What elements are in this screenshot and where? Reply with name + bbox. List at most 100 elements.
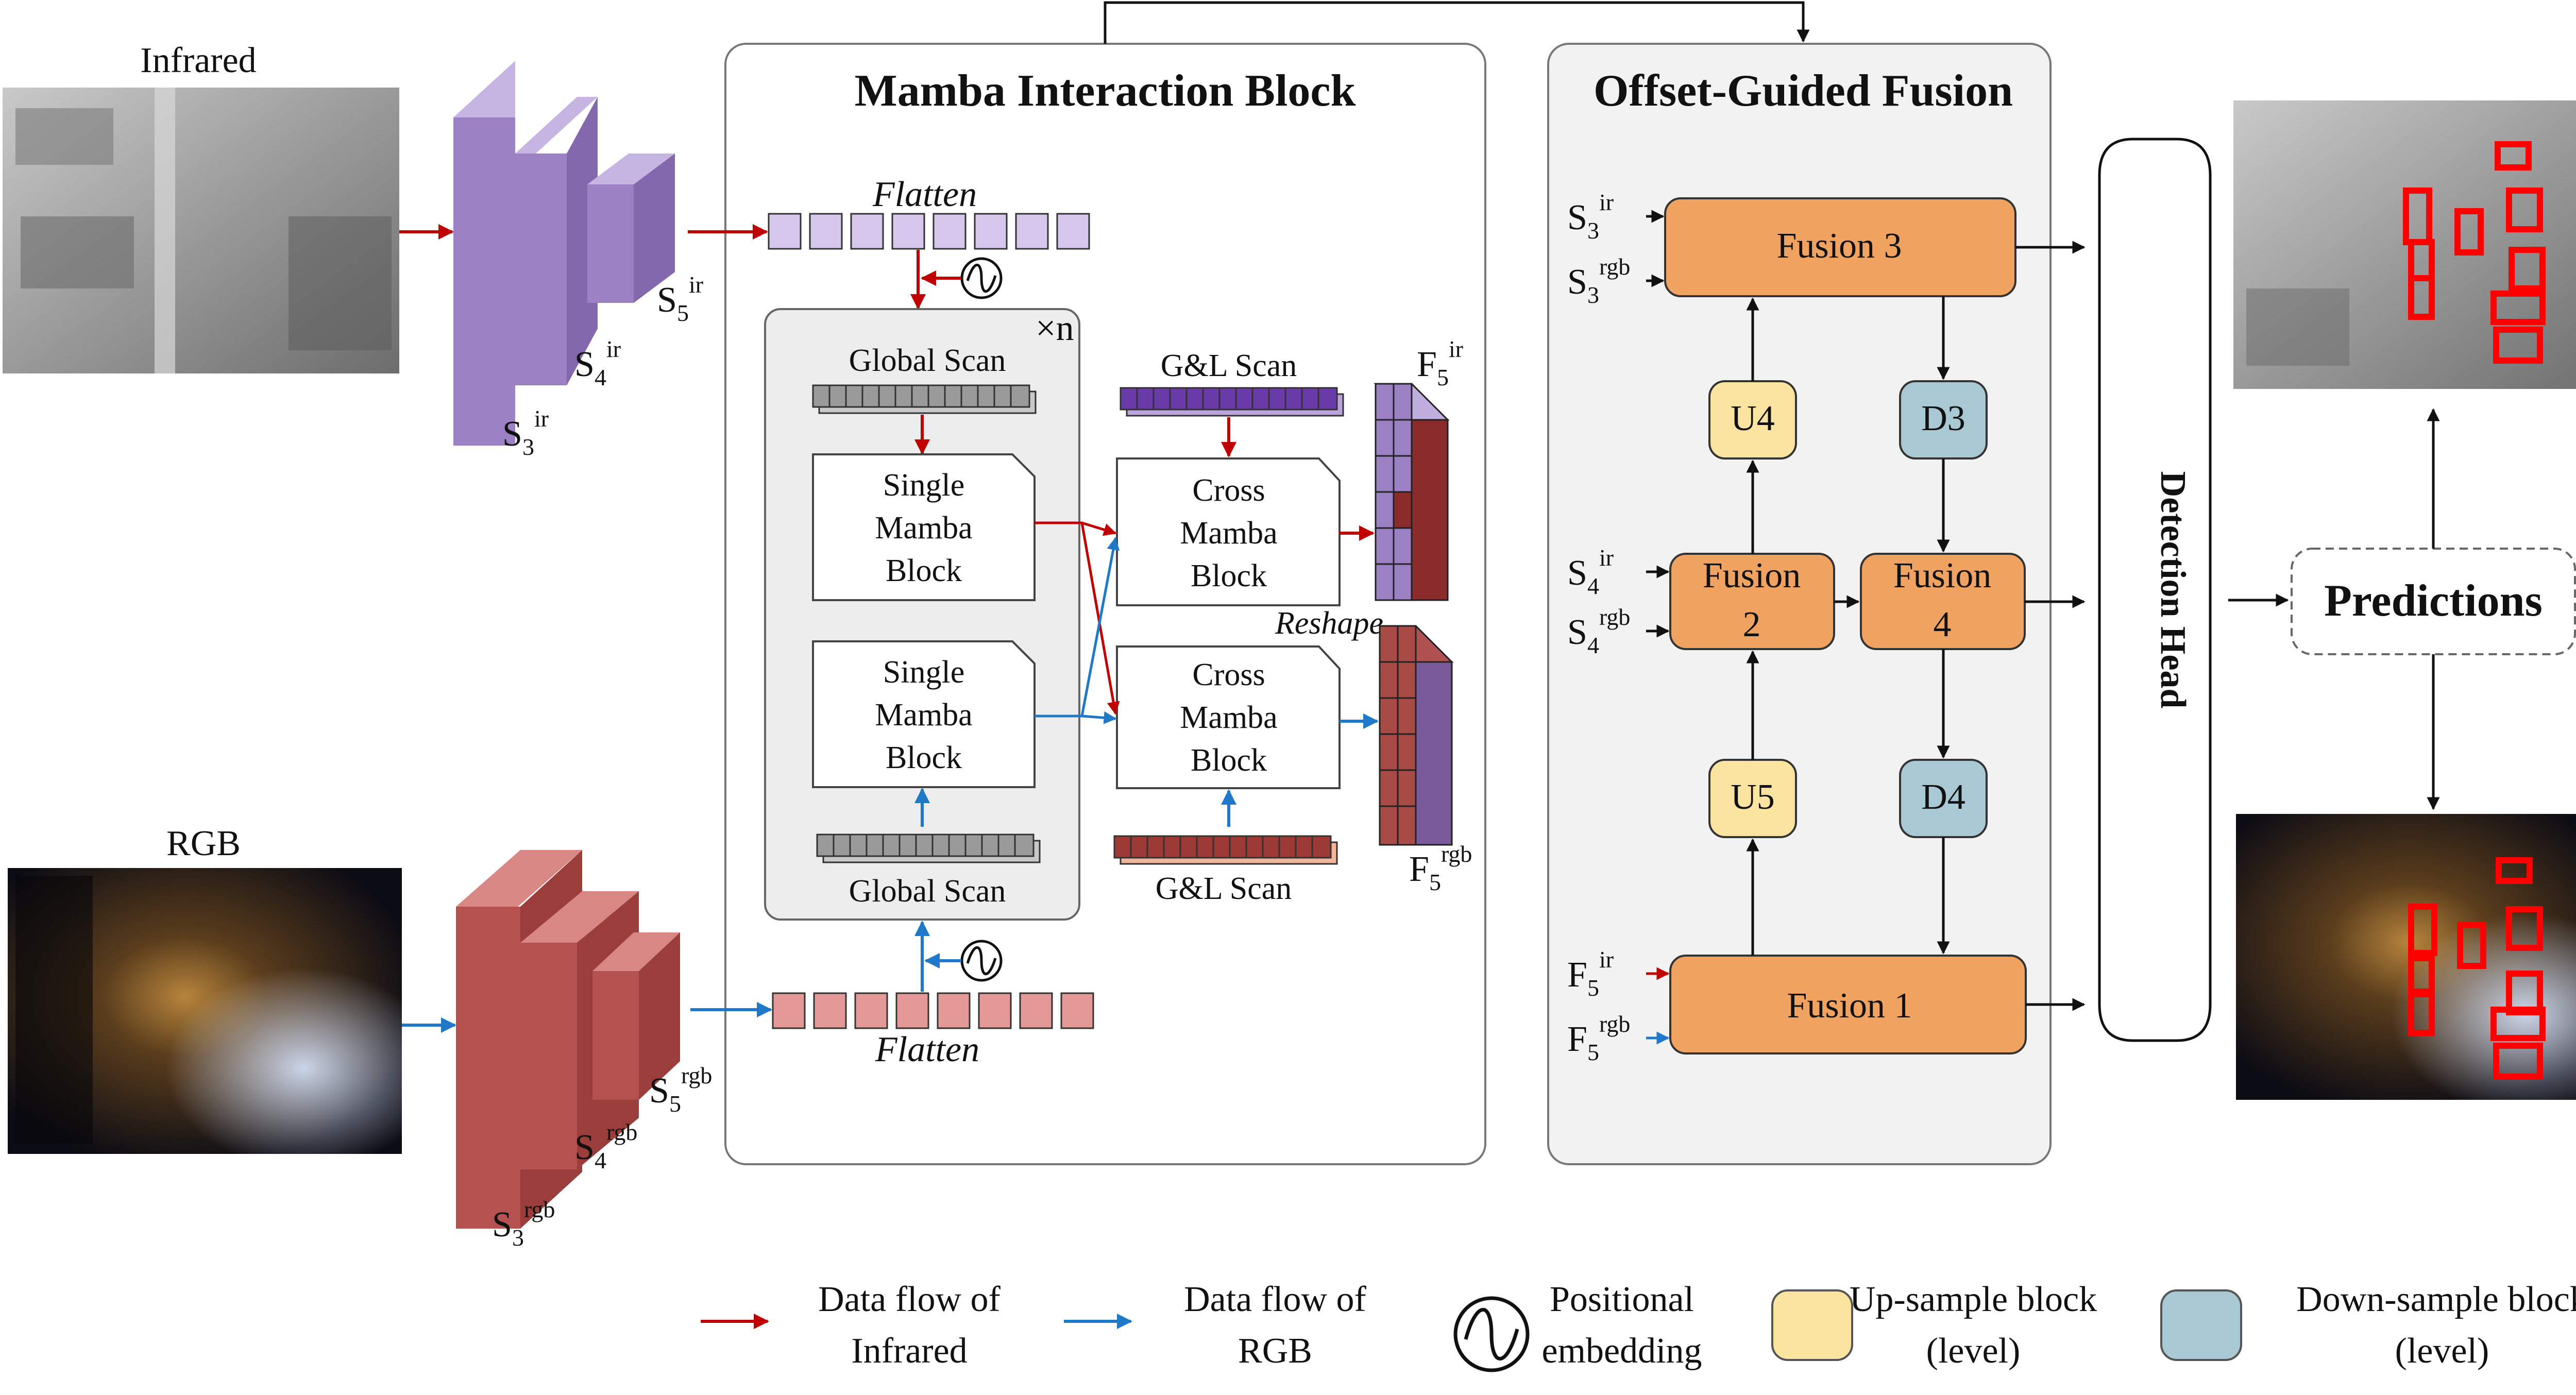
detection-head: Detection Head	[2098, 138, 2212, 1042]
ir-detection-boxes	[2403, 141, 2546, 364]
rgb-token-row	[772, 992, 1094, 1029]
legend-down-line2: (level)	[2395, 1331, 2489, 1371]
gl-scan-top-strip	[1120, 387, 1344, 417]
s5-ir-label: S5ir	[657, 271, 703, 326]
f5-rgb-cube	[1378, 625, 1454, 846]
legend-down-line1: Down-sample block	[2296, 1280, 2576, 1319]
global-scan-top-strip	[812, 384, 1037, 414]
single-top-line2: Mamba	[875, 511, 972, 546]
infrared-image	[3, 88, 399, 373]
ir-feature-s3	[453, 61, 515, 446]
fusion2-line2: 2	[1743, 605, 1761, 644]
f5-ir-cube	[1374, 383, 1450, 601]
cross-top-line3: Block	[1191, 558, 1267, 593]
f5-ir-label: F5ir	[1417, 336, 1463, 390]
reshape-label: Reshape	[1275, 606, 1383, 641]
fusion3-label: Fusion 3	[1776, 226, 1902, 266]
fusion2-line1: Fusion	[1703, 556, 1801, 596]
global-scan-top-label: Global Scan	[849, 343, 1006, 378]
gl-scan-bottom-label: G&L Scan	[1156, 871, 1292, 906]
gl-scan-top-label: G&L Scan	[1161, 348, 1297, 383]
legend-rgb-line2: RGB	[1238, 1331, 1312, 1371]
predictions-box: Predictions	[2291, 548, 2576, 655]
single-top-line1: Single	[883, 468, 964, 503]
legend-rgb-line1: Data flow of	[1184, 1280, 1366, 1319]
cross-mamba-block-bottom: Cross Mamba Block	[1116, 645, 1341, 789]
legend-pos-line2: embedding	[1541, 1331, 1702, 1371]
flatten-top-label: Flatten	[872, 175, 977, 214]
global-scan-bottom-label: Global Scan	[849, 874, 1006, 909]
fusion-in-s4-ir: S4ir	[1567, 545, 1614, 599]
d4-label: D4	[1921, 777, 1965, 817]
cross-top-line2: Mamba	[1180, 516, 1277, 551]
pos-embed-top-icon	[921, 257, 1003, 299]
legend: Data flow of Infrared Data flow of RGB P…	[701, 1280, 2576, 1372]
legend-up-line2: (level)	[1926, 1331, 2021, 1371]
fusion-arrows	[1646, 210, 2086, 1011]
mamba-interaction-block: Mamba Interaction Block Flatten ×n Globa…	[688, 43, 1486, 1165]
single-bottom-line2: Mamba	[875, 698, 972, 733]
infrared-label: Infrared	[140, 41, 256, 80]
legend-down-swatch	[2160, 1289, 2242, 1361]
arrow-single-top-to-cross-bottom	[1035, 521, 1120, 715]
fusion4-line1: Fusion	[1893, 556, 1992, 596]
global-scan-bottom-strip	[816, 833, 1041, 863]
fusion1-label: Fusion 1	[1787, 986, 1912, 1026]
legend-ir-line1: Data flow of	[818, 1280, 1001, 1319]
single-bottom-line3: Block	[886, 740, 962, 775]
legend-up-swatch	[1771, 1289, 1853, 1361]
f5-rgb-label: F5rgb	[1409, 841, 1472, 895]
cross-mamba-block-top: Cross Mamba Block	[1116, 457, 1341, 606]
pos-embed-bottom-icon	[924, 940, 1003, 982]
fusion-in-f5-rgb: F5rgb	[1567, 1011, 1630, 1065]
s3-ir-label: S3ir	[502, 405, 549, 460]
gl-scan-bottom-strip	[1113, 835, 1338, 865]
mamba-title: Mamba Interaction Block	[855, 66, 1356, 116]
fusion-title: Offset-Guided Fusion	[1594, 66, 2013, 116]
fusion-in-s4-rgb: S4rgb	[1567, 604, 1630, 658]
cross-top-line1: Cross	[1192, 473, 1265, 508]
ir-backbone: S3ir S4ir S5ir	[453, 61, 703, 460]
repeat-label: ×n	[1036, 309, 1074, 348]
single-bottom-line1: Single	[883, 655, 964, 690]
s4-rgb-label: S4rgb	[574, 1119, 637, 1173]
infrared-input: Infrared	[3, 41, 399, 373]
legend-pos-embed-icon	[1453, 1296, 1530, 1372]
flatten-bottom-label: Flatten	[875, 1030, 979, 1069]
ir-token-row	[768, 213, 1090, 250]
s5-rgb-label: S5rgb	[649, 1062, 712, 1117]
offset-guided-fusion: Offset-Guided Fusion Fusion 3 Fusion 2 F…	[1547, 43, 2086, 1165]
u4-label: U4	[1731, 399, 1775, 438]
fusion-in-s3-rgb: S3rgb	[1567, 253, 1630, 308]
predictions-label: Predictions	[2324, 576, 2543, 626]
cross-bottom-line1: Cross	[1192, 657, 1265, 692]
cross-bottom-line3: Block	[1191, 743, 1267, 778]
fusion-in-s3-ir: S3ir	[1567, 189, 1614, 244]
ir-feature-s4	[515, 97, 598, 385]
rgb-label: RGB	[166, 824, 241, 863]
arrow-single-bottom-to-cross-top	[1035, 537, 1120, 718]
fusion-in-f5-ir: F5ir	[1567, 946, 1614, 1001]
legend-ir-line2: Infrared	[851, 1331, 967, 1371]
u5-label: U5	[1731, 777, 1775, 817]
d3-label: D3	[1921, 399, 1965, 438]
arrow-bypass-to-fusion	[1104, 1, 1810, 44]
s4-ir-label: S4ir	[574, 336, 621, 390]
rgb-input: RGB	[8, 824, 402, 1154]
legend-up-line1: Up-sample block	[1850, 1280, 2097, 1319]
ir-feature-s5	[587, 154, 675, 303]
single-mamba-block-top: Single Mamba Block	[812, 453, 1036, 601]
single-mamba-block-bottom: Single Mamba Block	[812, 640, 1036, 788]
ir-output-image	[2233, 100, 2576, 389]
legend-pos-line1: Positional	[1550, 1280, 1694, 1319]
single-top-line3: Block	[886, 553, 962, 588]
rgb-image	[8, 868, 402, 1154]
detection-head-label: Detection Head	[2153, 471, 2193, 709]
rgb-detection-boxes	[2408, 857, 2546, 1080]
rgb-feature-s5	[592, 932, 680, 1100]
fusion4-line2: 4	[1934, 605, 1952, 644]
s3-rgb-label: S3rgb	[492, 1196, 555, 1251]
rgb-output-image	[2236, 814, 2576, 1100]
cross-bottom-line2: Mamba	[1180, 700, 1277, 735]
rgb-backbone: S3rgb S4rgb S5rgb	[456, 850, 712, 1251]
